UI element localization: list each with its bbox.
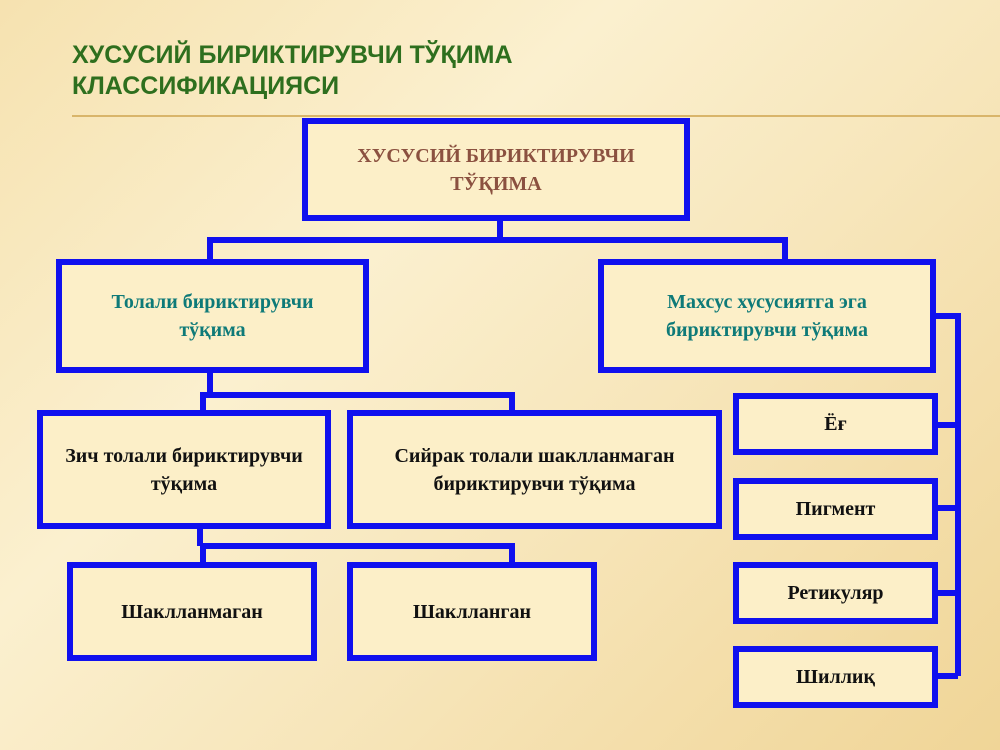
node-loose: Сийрак толали шаклланмаган бириктирувчи … [347,410,722,529]
connector-dense-children [197,527,515,566]
node-root: ХУСУСИЙ БИРИКТИРУВЧИ ТЎҚИМА [302,118,690,221]
node-unformed: Шаклланмаган [67,562,317,661]
node-formed: Шаклланган [347,562,597,661]
connector-fibrous-children [200,371,515,415]
node-pigment: Пигмент [733,478,938,540]
node-special: Махсус хусусиятга эга бириктирувчи тўқим… [598,259,936,373]
connector-root-children [207,218,788,262]
node-dense: Зич толали бириктирувчи тўқима [37,410,331,529]
connector-special-children [932,313,961,679]
node-fat: Ёғ [733,393,938,455]
node-mucous: Шиллиқ [733,646,938,708]
node-fibrous: Толали бириктирувчи тўқима [56,259,369,373]
title-divider [72,115,1000,117]
slide-title: ХУСУСИЙ БИРИКТИРУВЧИ ТЎҚИМА КЛАССИФИКАЦИ… [72,41,513,100]
node-reticular: Ретикуляр [733,562,938,624]
